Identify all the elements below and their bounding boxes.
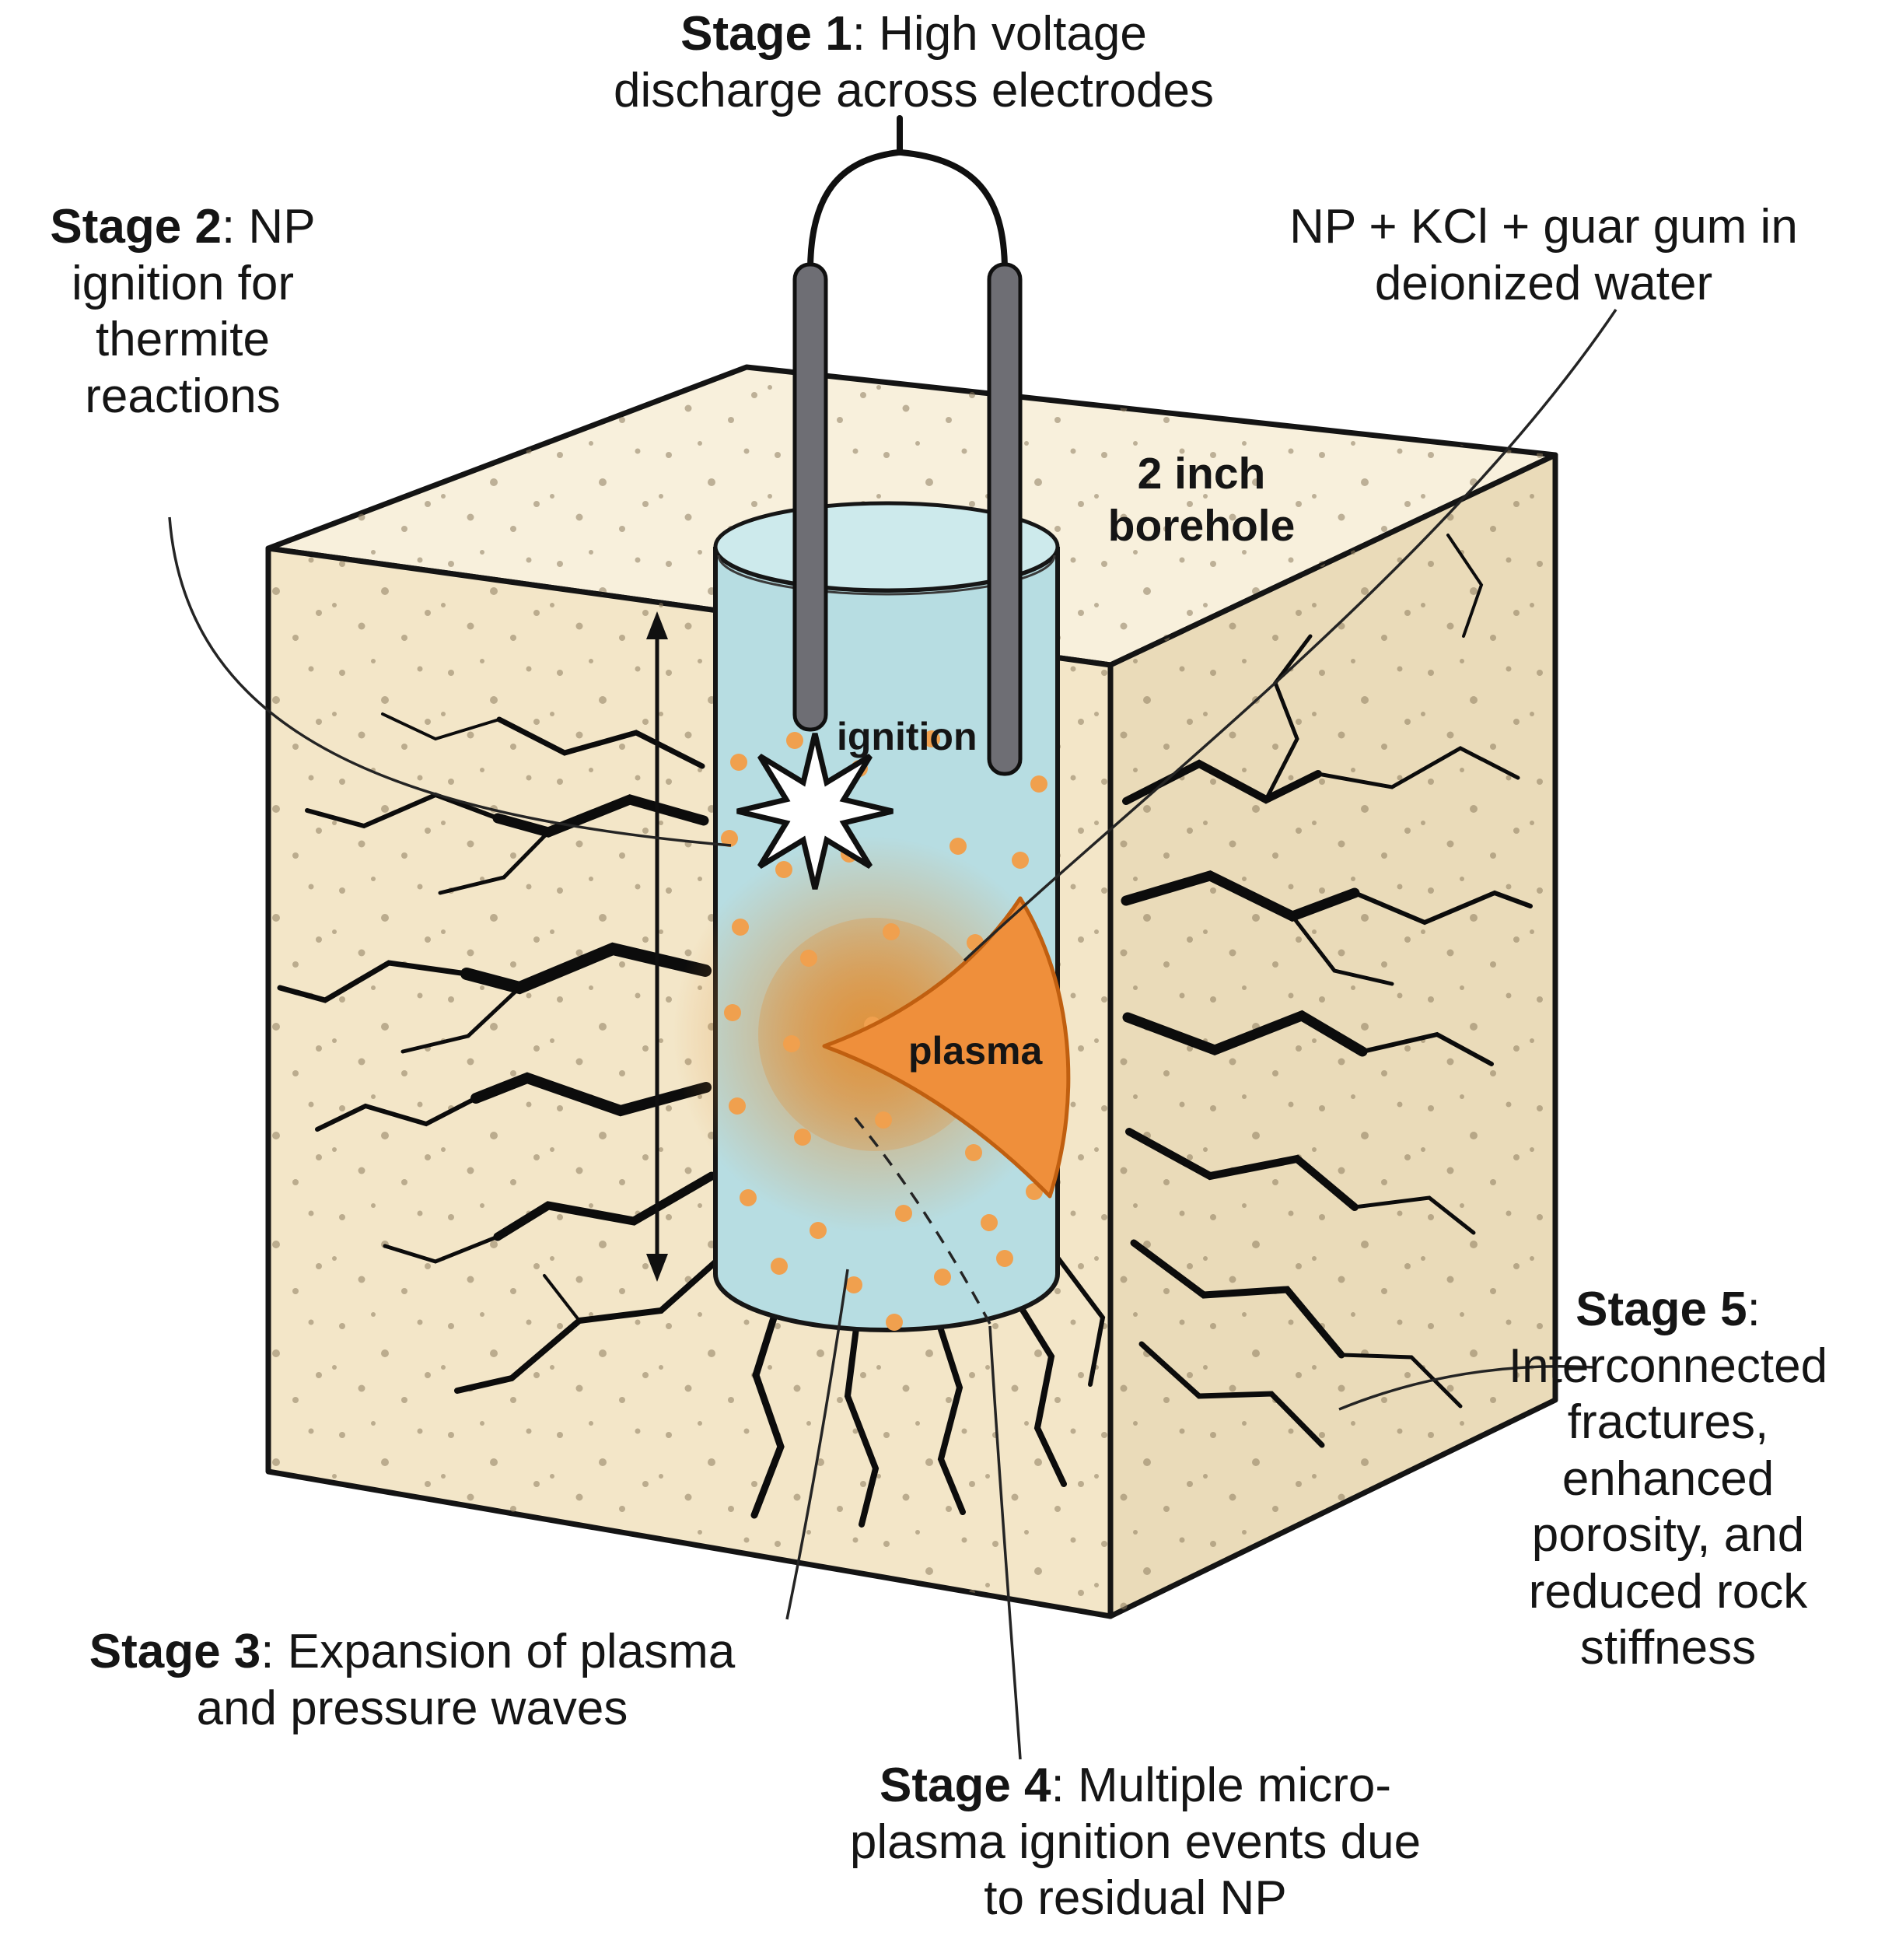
stage5-text: : Interconnected fractures, enhanced por… (1508, 1283, 1828, 1675)
stage5-leader-line (1338, 1365, 1595, 1411)
mixture-leader-line (963, 309, 1617, 962)
borehole-size-text: 2 inch borehole (1107, 449, 1296, 551)
water-surface-line (717, 555, 1056, 596)
stage3-prefix: Stage 3 (89, 1625, 261, 1678)
stage4-prefix: Stage 4 (879, 1759, 1051, 1812)
stage1-prefix: Stage 1 (680, 7, 852, 61)
depth-arrow (646, 611, 668, 1282)
ignition-text: ignition (837, 715, 977, 758)
borehole-cylinder (673, 501, 1071, 1332)
electrode-left (792, 262, 828, 732)
plasma-label: plasma (908, 1028, 1042, 1074)
stage4-text: : Multiple micro-plasma ignition events … (849, 1759, 1422, 1926)
borehole-size-label: 2 inch borehole (1093, 448, 1310, 551)
ignition-star-icon (736, 733, 894, 890)
stage2-label: Stage 2: NP ignition for thermite reacti… (12, 199, 354, 425)
stage2-text: : NP ignition for thermite reactions (71, 200, 316, 423)
plasma-text: plasma (908, 1029, 1043, 1073)
ignition-label: ignition (837, 714, 977, 760)
stage2-prefix: Stage 2 (50, 200, 222, 254)
leader-lines (168, 309, 1617, 1760)
stage4-label: Stage 4: Multiple micro-plasma ignition … (824, 1758, 1446, 1927)
wire-right (898, 149, 1008, 274)
stage4-leader-line (988, 1325, 1022, 1760)
stage5-prefix: Stage 5 (1576, 1283, 1747, 1336)
wire-left (807, 149, 901, 274)
stage3-text: : Expansion of plasma and pressure waves (196, 1625, 736, 1735)
stage5-label: Stage 5: Interconnected fractures, enhan… (1489, 1282, 1847, 1677)
stage3-label: Stage 3: Expansion of plasma and pressur… (62, 1624, 762, 1737)
stage1-label: Stage 1: High voltage discharge across e… (572, 6, 1256, 119)
stage3-leader-line (785, 1269, 849, 1620)
plasma-shape (822, 896, 1071, 1199)
stage1-text: : High voltage discharge across electrod… (614, 7, 1214, 117)
electrode-right (987, 262, 1023, 776)
mixture-text: NP + KCl + guar gum in deionized water (1289, 200, 1798, 310)
electrodes (792, 115, 1023, 776)
stage2-leader-line (168, 516, 732, 847)
mixture-label: NP + KCl + guar gum in deionized water (1229, 199, 1859, 312)
